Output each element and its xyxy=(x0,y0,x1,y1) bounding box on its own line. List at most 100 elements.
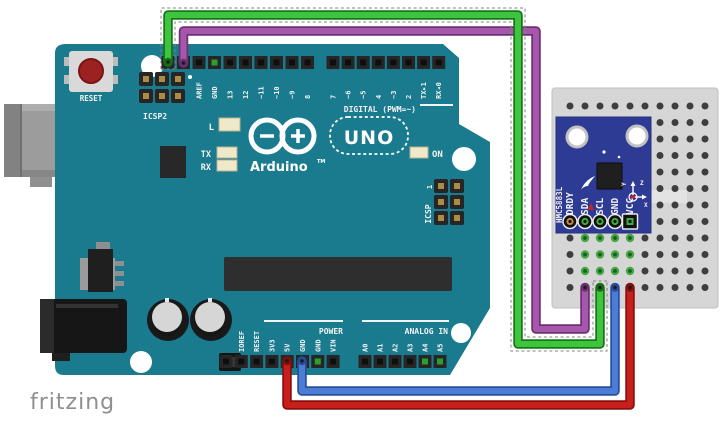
icsp-pin[interactable] xyxy=(450,195,464,209)
breadboard-hole[interactable] xyxy=(686,251,694,258)
icsp-pin[interactable] xyxy=(434,195,448,209)
breadboard-hole[interactable] xyxy=(686,135,694,143)
breadboard-hole[interactable] xyxy=(671,152,679,159)
breadboard-hole[interactable] xyxy=(596,102,604,110)
digital-pin-8[interactable] xyxy=(285,56,299,69)
breadboard-hole[interactable] xyxy=(686,267,694,275)
power-pin-1[interactable] xyxy=(234,355,248,368)
digital-pin-7[interactable] xyxy=(270,56,283,69)
arduino-uno-board[interactable]: RESET ICSP2 L TX RX Arduino TM UNO ON xyxy=(4,44,490,375)
breadboard-hole[interactable] xyxy=(656,119,664,126)
5v-wire[interactable] xyxy=(282,282,635,410)
breadboard-hole[interactable] xyxy=(701,168,709,176)
power-pin-7[interactable] xyxy=(326,355,340,368)
power-pin-0[interactable] xyxy=(219,355,233,368)
breadboard-hole[interactable] xyxy=(641,251,649,258)
analog-pin-4[interactable] xyxy=(418,355,432,368)
arduino-pcb[interactable] xyxy=(55,44,490,375)
digital-pin-r-0[interactable] xyxy=(326,56,340,69)
breadboard-hole[interactable] xyxy=(671,185,679,192)
breadboard-hole[interactable] xyxy=(566,284,574,291)
digital-pin-r-2[interactable] xyxy=(356,56,370,69)
breadboard-hole[interactable] xyxy=(656,218,664,225)
icsp-pin[interactable] xyxy=(450,211,464,225)
breadboard-hole[interactable] xyxy=(686,152,694,159)
breadboard-hole[interactable] xyxy=(701,201,709,209)
power-pin-2[interactable] xyxy=(250,355,264,368)
scl-wire[interactable] xyxy=(163,10,605,349)
breadboard-hole[interactable] xyxy=(671,102,679,110)
breadboard-hole[interactable] xyxy=(701,251,709,258)
breadboard-hole[interactable] xyxy=(656,267,664,275)
breadboard-hole[interactable] xyxy=(641,267,649,275)
breadboard-hole[interactable] xyxy=(686,185,694,192)
breadboard-hole[interactable] xyxy=(566,102,574,110)
icsp-pin[interactable] xyxy=(139,72,153,86)
breadboard-hole[interactable] xyxy=(671,267,679,275)
sda-wire[interactable] xyxy=(178,26,590,334)
icsp-pin[interactable] xyxy=(450,179,464,193)
digital-pin-r-1[interactable] xyxy=(341,56,355,69)
analog-pin-0[interactable] xyxy=(358,355,372,368)
icsp-pin[interactable] xyxy=(434,179,448,193)
breadboard-hole[interactable] xyxy=(656,102,664,110)
breadboard-hole[interactable] xyxy=(701,102,709,110)
analog-pin-5[interactable] xyxy=(433,355,447,368)
breadboard-hole[interactable] xyxy=(701,284,709,291)
breadboard-hole[interactable] xyxy=(686,119,694,126)
digital-pin-5[interactable] xyxy=(239,56,252,69)
icsp-pin[interactable] xyxy=(171,89,185,103)
breadboard-hole[interactable] xyxy=(641,102,649,110)
module-pin-drdy[interactable] xyxy=(562,213,578,230)
breadboard-hole[interactable] xyxy=(701,119,709,126)
breadboard-hole[interactable] xyxy=(701,135,709,143)
breadboard-hole[interactable] xyxy=(671,234,679,242)
digital-pin-r-7[interactable] xyxy=(432,56,446,69)
module-pin-vcc[interactable] xyxy=(621,213,639,230)
analog-pin-2[interactable] xyxy=(388,355,402,368)
digital-pin-r-6[interactable] xyxy=(417,56,431,69)
icsp-pin[interactable] xyxy=(434,211,448,225)
digital-pin-2[interactable] xyxy=(192,56,206,69)
breadboard-hole[interactable] xyxy=(656,152,664,159)
analog-pin-3[interactable] xyxy=(403,355,417,368)
breadboard-hole[interactable] xyxy=(701,267,709,275)
breadboard-hole[interactable] xyxy=(626,102,634,110)
breadboard-hole[interactable] xyxy=(656,284,664,291)
breadboard-hole[interactable] xyxy=(671,201,679,209)
icsp2-header[interactable] xyxy=(139,72,185,103)
breadboard-hole[interactable] xyxy=(686,102,694,110)
breadboard-hole[interactable] xyxy=(656,234,664,242)
icsp-pin[interactable] xyxy=(139,89,153,103)
breadboard-hole[interactable] xyxy=(671,284,679,291)
icsp-pin[interactable] xyxy=(155,89,169,103)
digital-pin-4[interactable] xyxy=(223,56,237,69)
analog-pin-1[interactable] xyxy=(373,355,387,368)
breadboard-hole[interactable] xyxy=(671,135,679,143)
icsp-pin[interactable] xyxy=(171,72,185,86)
breadboard-hole[interactable] xyxy=(641,284,649,291)
digital-pin-3[interactable] xyxy=(208,56,221,69)
breadboard-hole[interactable] xyxy=(686,168,694,176)
breadboard-hole[interactable] xyxy=(671,218,679,225)
breadboard-hole[interactable] xyxy=(656,201,664,209)
digital-pin-r-4[interactable] xyxy=(386,56,400,69)
digital-pin-6[interactable] xyxy=(254,56,268,69)
breadboard-hole[interactable] xyxy=(686,201,694,209)
breadboard-hole[interactable] xyxy=(701,185,709,192)
digital-pin-r-3[interactable] xyxy=(371,56,385,69)
breadboard-hole[interactable] xyxy=(641,234,649,242)
icsp-header[interactable] xyxy=(434,179,464,225)
gnd-wire[interactable] xyxy=(297,282,620,396)
module-pin-sda[interactable] xyxy=(577,213,593,230)
wires[interactable] xyxy=(163,10,635,410)
breadboard-hole[interactable] xyxy=(656,185,664,192)
breadboard-hole[interactable] xyxy=(686,284,694,291)
breadboard-hole[interactable] xyxy=(566,234,574,242)
digital-pin-r-5[interactable] xyxy=(402,56,415,69)
reset-button[interactable] xyxy=(64,51,118,92)
